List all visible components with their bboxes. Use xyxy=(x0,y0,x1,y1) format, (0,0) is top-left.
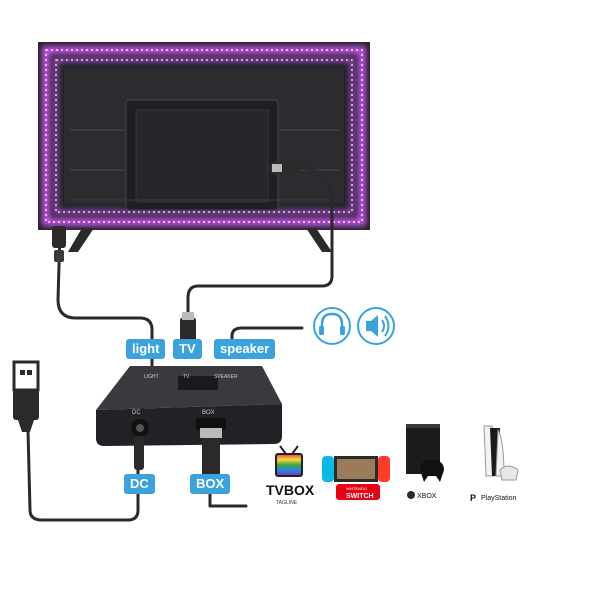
box-print-speaker: SPEAKER xyxy=(214,374,238,380)
label-box: BOX xyxy=(190,474,231,494)
usb-plug-icon xyxy=(12,360,40,432)
nintendo-switch-text: SWITCH xyxy=(346,493,374,500)
xbox-text: XBOX xyxy=(417,493,437,500)
label-light: light xyxy=(126,339,166,359)
cables xyxy=(26,166,334,522)
light-plug xyxy=(52,226,66,262)
led-strip xyxy=(42,46,366,226)
television xyxy=(38,42,370,252)
xbox-console xyxy=(406,424,444,499)
nintendo-small-text: NINTENDO xyxy=(346,486,367,491)
speaker-icon xyxy=(357,307,395,345)
box-print-tv: TV xyxy=(183,374,190,380)
label-dc: DC xyxy=(124,474,155,494)
hdmi-plug-tv-bottom xyxy=(180,312,196,342)
playstation-console: P xyxy=(470,425,519,503)
box-print-box: BOX xyxy=(202,410,215,416)
nintendo-switch-console xyxy=(322,456,390,482)
control-box xyxy=(96,366,282,446)
dc-plug xyxy=(134,436,144,470)
headphones-icon xyxy=(313,307,351,345)
tvbox-logo xyxy=(275,445,303,477)
box-print-dc: DC xyxy=(132,410,141,416)
nintendo-switch-logo xyxy=(336,484,380,500)
box-print-light: LIGHT xyxy=(144,374,159,380)
playstation-text: PlayStation xyxy=(481,495,517,502)
svg-text:P: P xyxy=(470,493,476,503)
tvbox-logo-text: TVBOX xyxy=(266,482,315,498)
label-speaker: speaker xyxy=(214,339,276,359)
label-tv: TV xyxy=(173,339,202,359)
hdmi-plug-tv-top xyxy=(270,162,300,174)
tvbox-tagline: TAGLINE xyxy=(276,500,298,506)
